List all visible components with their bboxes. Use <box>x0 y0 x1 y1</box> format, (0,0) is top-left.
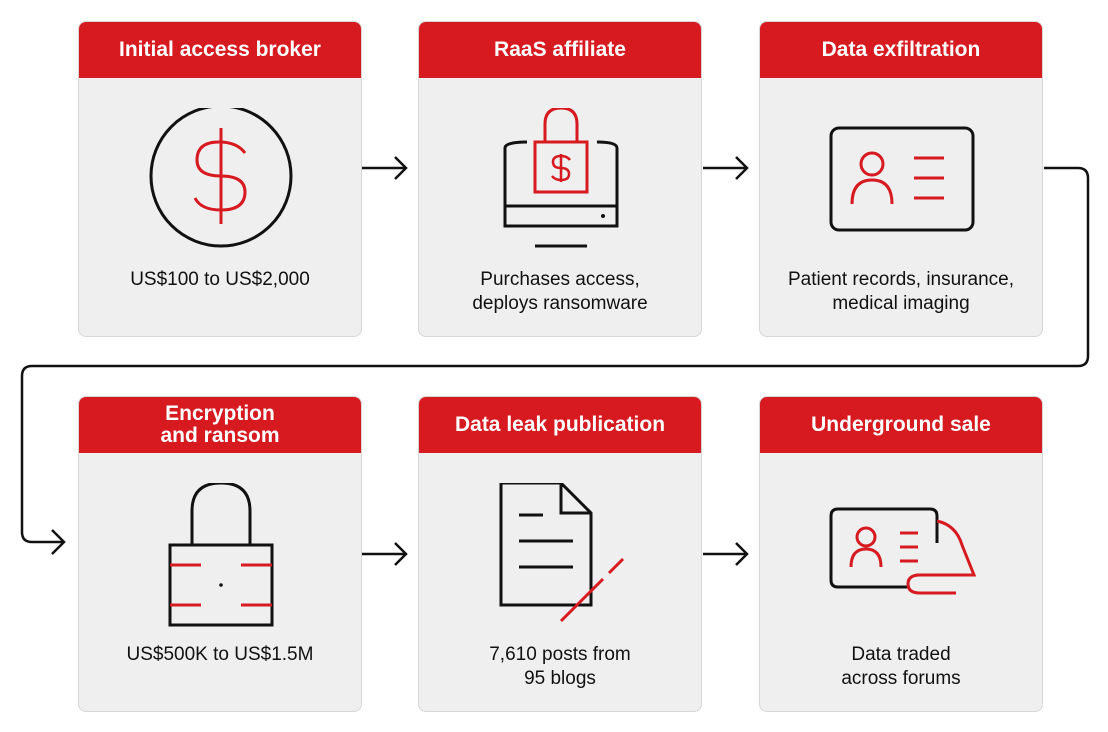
document-pen-icon <box>499 483 625 623</box>
stage-caption: Data traded across forums <box>841 644 961 689</box>
id-card-icon <box>829 126 975 232</box>
flow-arrow <box>703 542 749 566</box>
stage-title: Underground sale <box>760 397 1042 453</box>
stage-card-underground-sale: Underground sale Data traded across foru… <box>759 396 1043 712</box>
stage-card-data-leak-publication: Data leak publication 7,610 posts from 9… <box>418 396 702 712</box>
stage-card-raas-affiliate: RaaS affiliate Purchases access, deploys… <box>418 21 702 337</box>
monitor-lock-icon <box>503 108 619 248</box>
stage-title: Initial access broker <box>79 22 361 78</box>
id-card-hand-icon <box>829 507 977 595</box>
dollar-coin-icon <box>149 108 293 248</box>
flow-arrow <box>703 156 749 180</box>
stage-caption: Patient records, insurance, medical imag… <box>787 269 1014 314</box>
flow-arrow <box>362 156 408 180</box>
stage-card-initial-access-broker: Initial access broker US$100 to US$2,000 <box>78 21 362 337</box>
stage-title: Data leak publication <box>419 397 701 453</box>
stage-caption: Purchases access, deploys ransomware <box>472 269 648 314</box>
stage-card-encryption-and-ransom: Encryption and ransom US$500K to US$1.5M <box>78 396 362 712</box>
stage-caption: 7,610 posts from 95 blogs <box>489 644 631 689</box>
padlock-icon <box>168 483 274 627</box>
stage-caption: US$100 to US$2,000 <box>130 269 310 290</box>
stage-title: RaaS affiliate <box>419 22 701 78</box>
stage-title: Data exfiltration <box>760 22 1042 78</box>
stage-card-data-exfiltration: Data exfiltration Patient records, insur… <box>759 21 1043 337</box>
stage-title: Encryption and ransom <box>79 397 361 453</box>
stage-caption: US$500K to US$1.5M <box>126 644 314 665</box>
flow-arrow <box>362 542 408 566</box>
